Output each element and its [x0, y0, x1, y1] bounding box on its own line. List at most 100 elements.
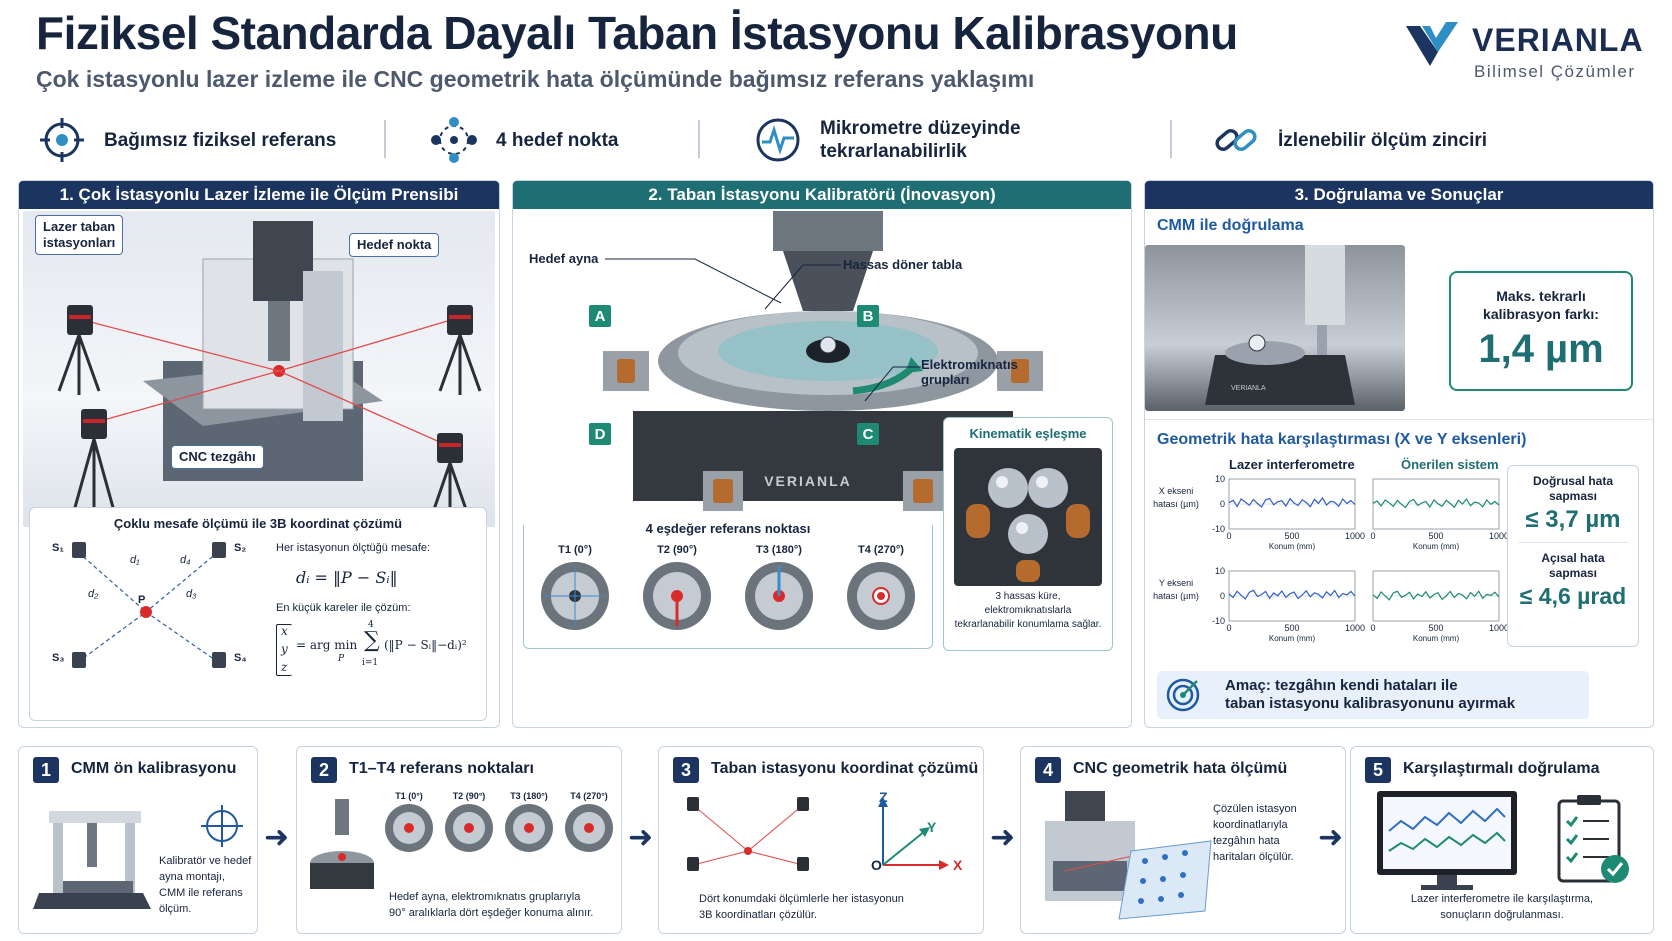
corner-b: B — [857, 305, 879, 327]
reference-item: T3 (180°) — [733, 544, 825, 641]
trilateration-diagram — [72, 542, 226, 668]
reference-disc-icon — [505, 804, 553, 852]
kinematic-title: Kinematik eşleşme — [969, 426, 1087, 441]
column-proposed: Önerilen sistem — [1401, 457, 1499, 472]
step-ref-label: T2 (90°) — [452, 791, 486, 801]
max-diff-card: Maks. tekrarlı kalibrasyon farkı: 1,4 µm — [1449, 271, 1633, 391]
corner-d: D — [589, 423, 611, 445]
y-tick-label: 10 — [1215, 566, 1225, 576]
y-tick-label: -10 — [1212, 524, 1225, 534]
step-ref-item: T3 (180°) — [501, 791, 557, 860]
y-tick-label: 0 — [1220, 499, 1225, 509]
x-tick-label: 1000 — [1489, 623, 1509, 633]
corner-a: A — [589, 305, 611, 327]
step-title: CMM ön kalibrasyonu — [71, 760, 237, 777]
max-diff-value: 1,4 µm — [1478, 327, 1604, 371]
step-2: 2 T1–T4 referans noktaları T1 (0°) T2 (9… — [296, 746, 622, 934]
reference-item: T1 (0°) — [529, 544, 621, 641]
feature-label: İzlenebilir ölçüm zinciri — [1278, 129, 1488, 151]
vector-y: y — [281, 642, 288, 656]
feature-traceability: İzlenebilir ölçüm zinciri — [1212, 110, 1487, 170]
x-axis-label: Konum (mm) — [1413, 542, 1460, 551]
reference-label: T2 (90°) — [657, 544, 697, 556]
series-line — [1228, 496, 1356, 508]
series-line — [1372, 497, 1500, 509]
divider — [1170, 120, 1172, 158]
reference-disc-icon — [643, 562, 711, 630]
cmm-photo — [1145, 245, 1405, 411]
distance-equation: dᵢ = ‖P − Sᵢ‖ — [296, 568, 398, 587]
x-tick-label: 500 — [1284, 623, 1299, 633]
step-title: Karşılaştırmalı doğrulama — [1403, 760, 1600, 777]
station-s4: S₄ — [234, 652, 247, 664]
flow-arrow-icon: ➜ — [628, 821, 654, 854]
divider — [698, 120, 700, 158]
goal-text: Amaç: tezgâhın kendi hataları ile taban … — [1225, 677, 1516, 712]
y-tick-label: 0 — [1220, 591, 1225, 601]
flow-arrow-icon: ➜ — [1318, 821, 1344, 854]
label-target-mirror: Hedef ayna — [529, 251, 599, 266]
column-interferometer: Lazer interferometre — [1229, 457, 1355, 472]
callout-laser-stations: Lazer taban istasyonları — [35, 215, 124, 255]
distance-intro: Her istasyonun ölçtüğü mesafe: — [276, 542, 431, 554]
angular-value: ≤ 4,6 µrad — [1519, 583, 1627, 609]
step-ref-label: T3 (180°) — [510, 791, 548, 801]
x-tick-label: 1000 — [1345, 531, 1365, 541]
reference-disc-icon — [541, 562, 609, 630]
callout-cnc-machine: CNC tezgâhı — [171, 445, 264, 469]
label-rotary-table: Hassas döner tabla — [843, 257, 963, 272]
reference-disc-icon — [385, 804, 433, 852]
x-axis-label: Konum (mm) — [1269, 542, 1316, 551]
flow-arrow-icon: ➜ — [264, 821, 290, 854]
lsq-intro: En küçük kareler ile çözüm: — [276, 602, 411, 614]
step-number: 2 — [311, 757, 337, 783]
distance-d2: d₂ — [88, 588, 99, 600]
lsq-equation: x y z = arg min P 4 ∑ i=1 (‖P − Sᵢ‖−dᵢ)² — [276, 620, 486, 684]
label-electromagnets: Elektromıknatıs grupları — [921, 357, 1018, 387]
station-s1: S₁ — [52, 542, 64, 554]
sum-sign: ∑ — [364, 628, 380, 653]
coordinate-solution-box: Çoklu mesafe ölçümü ile 3B koordinat çöz… — [29, 507, 487, 721]
step-number: 3 — [673, 757, 699, 783]
feature-target-points: 4 hedef nokta — [430, 110, 618, 170]
distance-d4: d₄ — [180, 554, 191, 566]
axis-z: Z — [879, 789, 888, 805]
callout-target-point: Hedef nokta — [349, 233, 440, 257]
kinematic-desc: 3 hassas küre, elektromıknatıslarla tekr… — [954, 591, 1102, 630]
panel-calibrator: 2. Taban İstasyonu Kalibratörü (İnovasyo… — [512, 180, 1132, 728]
point-p: P — [138, 594, 146, 606]
step-desc: Lazer interferometre ile karşılaştırma, … — [1410, 893, 1594, 921]
panel-title: 2. Taban İstasyonu Kalibratörü (İnovasyo… — [513, 181, 1131, 209]
series-line — [1372, 590, 1500, 601]
reference-label: T3 (180°) — [756, 544, 802, 556]
linear-value: ≤ 3,7 µm — [1525, 506, 1621, 533]
feature-label: Bağımsız fiziksel referans — [104, 129, 337, 151]
row-x-label: X ekseni hatası (µm) — [1153, 486, 1199, 509]
leader-line — [605, 258, 782, 304]
deviation-card: Doğrusal hata sapması ≤ 3,7 µm Açısal ha… — [1507, 465, 1639, 647]
x-tick-label: 0 — [1226, 623, 1231, 633]
monitor-chart-icon — [1377, 791, 1517, 890]
row-y-label: Y ekseni hatası (µm) — [1153, 578, 1199, 601]
x-axis-label: Konum (mm) — [1269, 634, 1316, 643]
panel-verification: 3. Doğrulama ve Sonuçlar CMM ile doğrula… — [1144, 180, 1654, 728]
step-3: 3 Taban istasyonu koordinat çözümü Z Y X… — [658, 746, 984, 934]
sum-term: (‖P − Sᵢ‖−dᵢ)² — [384, 638, 467, 652]
x-tick-label: 500 — [1428, 531, 1443, 541]
step-desc: Çözülen istasyon koordinatlarıyla tezgâh… — [1213, 803, 1297, 863]
series-line — [1228, 589, 1356, 600]
reference-label: T4 (270°) — [858, 544, 904, 556]
step-title: T1–T4 referans noktaları — [349, 760, 534, 777]
step-number: 1 — [33, 757, 59, 783]
reference-title: 4 eşdeğer referans noktası — [524, 521, 932, 536]
x-tick-label: 0 — [1226, 531, 1231, 541]
corner-c: C — [857, 423, 879, 445]
reference-item: T2 (90°) — [631, 544, 723, 641]
axes-icon — [878, 797, 949, 870]
reference-list: T1 (0°) T2 (90°) T3 (180°) T4 (270°) — [524, 544, 932, 641]
step-1: 1 CMM ön kalibrasyonu Kalibratör ve hede… — [18, 746, 258, 934]
